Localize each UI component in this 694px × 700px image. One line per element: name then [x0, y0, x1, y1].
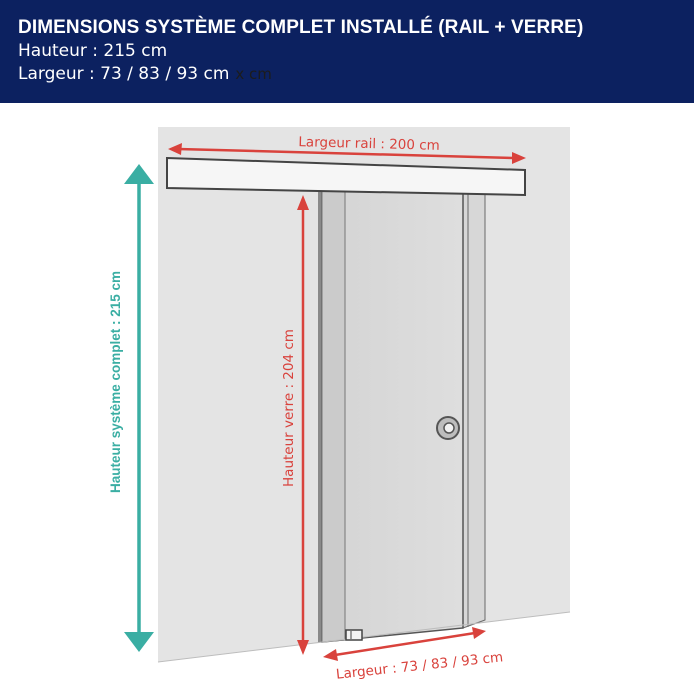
door-frame-right-jamb: [462, 189, 486, 629]
glass-width-label: Largeur : 73 / 83 / 93 cm: [335, 649, 504, 682]
glass-edge-strip: [321, 189, 346, 643]
header-width-line: Largeur : 73 / 83 / 93 cm x cm: [18, 63, 694, 86]
system-height-label: Hauteur système complet : 215 cm: [108, 271, 123, 493]
header-title: DIMENSIONS SYSTÈME COMPLET INSTALLÉ (RAI…: [18, 17, 584, 38]
system-height-arrow-top: [124, 164, 154, 184]
door-handle-inner: [443, 422, 455, 434]
rail: [166, 156, 526, 197]
glass-width-arrow-left: [323, 649, 338, 661]
rail-width-label: Largeur rail : 200 cm: [298, 134, 440, 154]
header-height-line: Hauteur : 215 cm: [18, 40, 694, 63]
width-suffix-text: x cm: [235, 65, 272, 83]
floor-line: [157, 611, 571, 663]
glass-height-label: Hauteur verre : 204 cm: [281, 329, 297, 487]
system-height-arrow-bottom: [124, 632, 154, 652]
rail-width-arrow-left: [168, 143, 182, 155]
glass-height-arrow-top: [297, 195, 309, 210]
glass-width-dimension-line: [334, 631, 476, 657]
door-frame-left-edge: [318, 190, 322, 643]
rail-width-dimension-line: [177, 147, 516, 160]
width-text: Largeur : 73 / 83 / 93 cm: [18, 64, 230, 84]
height-text: Hauteur : 215 cm: [18, 41, 168, 61]
glass-height-arrow-bottom: [297, 640, 309, 655]
rail-width-arrow-right: [512, 152, 526, 164]
glass-width-arrow-right: [472, 627, 486, 639]
header-banner: DIMENSIONS SYSTÈME COMPLET INSTALLÉ (RAI…: [0, 0, 694, 103]
floor-guide-icon: [345, 629, 363, 641]
